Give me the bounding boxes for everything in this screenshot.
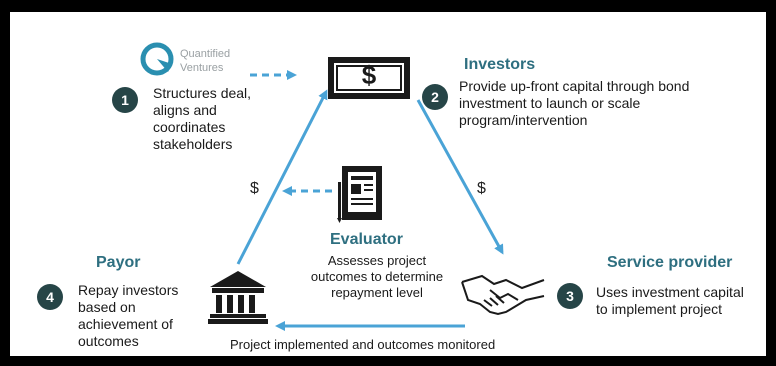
right-dollar-label: $ [477,180,486,197]
payor-title: Payor [96,254,141,271]
step-4-badge: 4 [37,284,63,310]
dollar-bill-icon [327,56,411,105]
bank-icon [208,269,268,330]
logo-line-1: Quantified [180,48,231,60]
bottom-flow-label: Project implemented and outcomes monitor… [230,337,496,352]
investors-text: Provide up-front capital through bond in… [459,78,690,128]
evaluator-report-icon [336,162,386,229]
flow-arrows [236,70,504,331]
arrow-investors-to-provider [416,99,504,255]
step-1-badge: 1 [112,87,138,113]
diagram-canvas: Quantified Ventures 1 Structures deal, a… [10,12,766,356]
step-1-text: Structures deal, aligns and coordinates … [153,85,252,152]
left-dollar-label: $ [250,180,259,197]
service-provider-text: Uses investment capital to implement pro… [596,284,744,317]
step-3-badge: 3 [557,283,583,309]
handshake-icon [460,270,550,325]
payor-text: Repay investors based on achievement of … [78,282,179,349]
bill-dollar-sign: $ [361,60,377,90]
logo-line-2: Ventures [180,62,224,74]
evaluator-text: Assesses project outcomes to determine r… [310,253,444,300]
evaluator-title: Evaluator [330,231,403,248]
quantified-ventures-logo-icon [140,42,176,83]
step-2-badge: 2 [422,84,448,110]
arrow-payor-to-investors [236,89,328,265]
investors-title: Investors [464,56,536,73]
service-provider-title: Service provider [607,254,733,271]
